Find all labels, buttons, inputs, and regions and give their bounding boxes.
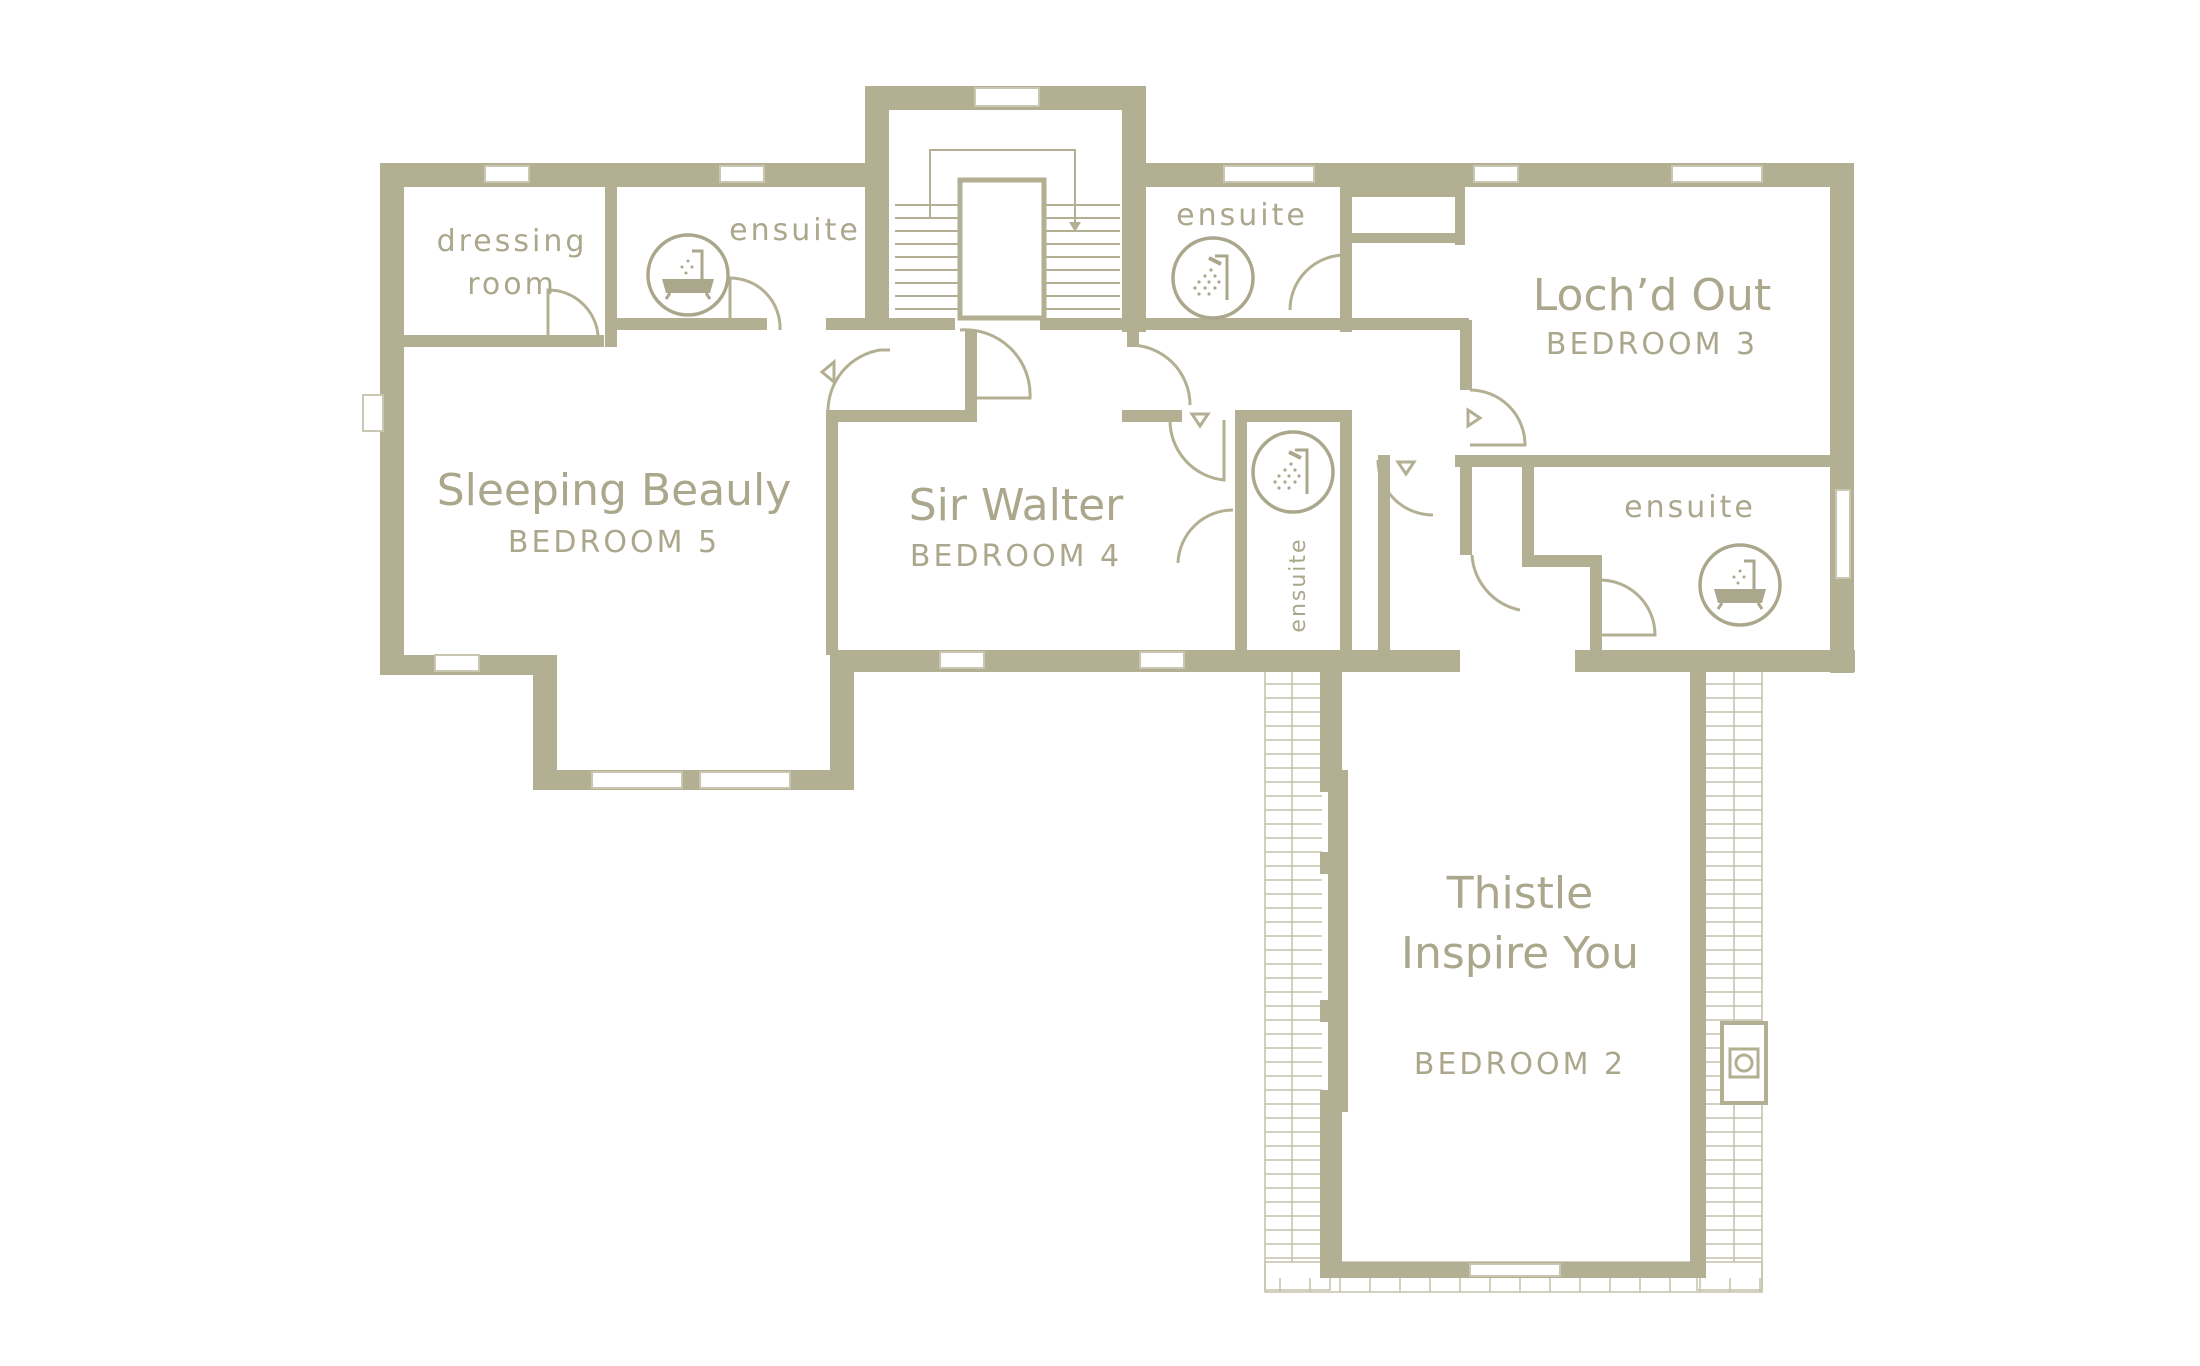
room-name: Loch’d Out — [1533, 270, 1771, 321]
room-name: Thistle — [1446, 868, 1593, 919]
staircase — [895, 149, 1120, 321]
room-label: BEDROOM 5 — [508, 525, 720, 560]
bath-icon — [646, 233, 730, 317]
dressing-room-label-line1: dressing — [437, 224, 588, 259]
room-name: Inspire You — [1401, 928, 1639, 979]
ensuite-label: ensuite — [1176, 198, 1308, 233]
dressing-room-label-line2: room — [467, 267, 557, 302]
room-label: BEDROOM 2 — [1414, 1047, 1626, 1082]
ensuite-label: ensuite — [1624, 490, 1756, 525]
walls — [380, 86, 1855, 1278]
shower-icon — [1171, 236, 1255, 320]
doors — [546, 253, 1657, 637]
shower-icon — [1251, 430, 1335, 514]
terrace-paving — [1264, 669, 1763, 1293]
room-name: Sleeping Beauly — [437, 465, 792, 516]
windows — [362, 87, 1851, 1277]
fireplace-icon — [1720, 1021, 1768, 1105]
ensuite-label: ensuite — [729, 213, 861, 248]
ensuite-label: ensuite — [1286, 537, 1311, 632]
room-label: BEDROOM 4 — [910, 539, 1122, 574]
room-label: BEDROOM 3 — [1546, 327, 1758, 362]
bath-icon — [1698, 543, 1782, 627]
room-name: Sir Walter — [909, 480, 1124, 531]
